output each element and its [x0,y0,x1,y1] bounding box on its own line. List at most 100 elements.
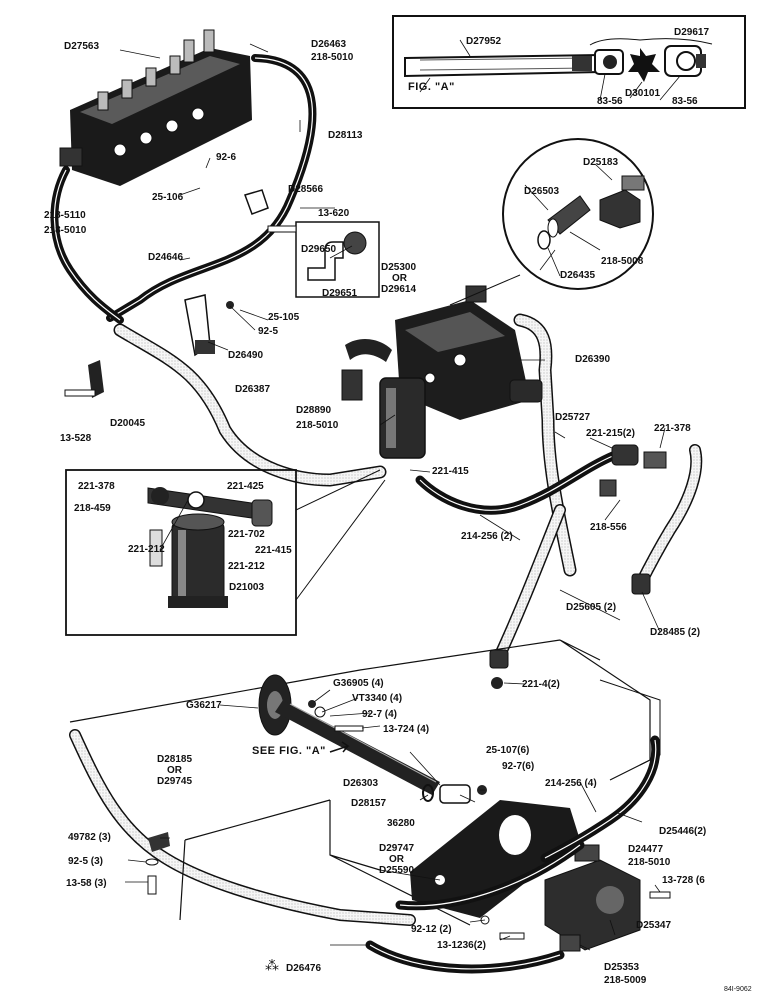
washer-vt3340 [314,706,326,718]
label-218-459: 218-459 [74,503,111,514]
label-218-5010-c: 218-5010 [296,420,339,431]
label-92-5-a: 92-5 [258,326,279,337]
coupling-half-right [664,45,706,77]
d29617-bracket [589,38,713,46]
label-13-1236: 13-1236(2) [437,940,486,951]
pump-d25347 [544,844,641,952]
nut-221-4 [491,677,503,689]
label-d29614: D29614 [381,284,417,295]
label-d25183: D25183 [583,157,619,168]
label-d24477: D24477 [628,844,664,855]
label-d26463: D26463 [311,39,347,50]
label-221-212-a: 221-212 [128,544,165,555]
label-83-56-a: 83-56 [597,96,623,107]
inset-leader-lines [295,469,386,601]
label-vt3340: VT3340 (4) [352,693,403,704]
label-d27952: D27952 [466,36,502,47]
label-d26490: D26490 [228,350,264,361]
label-see-fig-a: SEE FIG. "A" [252,745,326,757]
label-d29650: D29650 [301,244,337,255]
bolt-13-58 [147,875,157,895]
label-25-106: 25-106 [152,192,184,203]
label-or-2: OR [167,765,182,776]
spider-d30101 [628,48,660,82]
label-92-5-3: 92-5 (3) [68,856,104,867]
label-or-1: OR [392,273,407,284]
mount-plate-d29747 [410,800,580,918]
label-d25590: D25590 [379,865,415,876]
frame-box-right [599,679,661,766]
label-d30101: D30101 [625,88,661,99]
bolt-13-724 [334,725,364,732]
label-92-7-4: 92-7 (4) [362,709,398,720]
label-d28890: D28890 [296,405,332,416]
label-221-215: 221-215(2) [586,428,635,439]
callout-circle-leader [449,274,521,306]
label-d26435: D26435 [560,270,596,281]
label-92-12: 92-12 (2) [411,924,452,935]
control-valve-bank-d27563 [59,29,252,186]
label-d25347: D25347 [636,920,672,931]
bolt-13-528 [64,389,96,397]
label-fig-a: FIG. "A" [408,81,455,93]
label-d28185: D28185 [157,754,193,765]
fitting-d25605-end [489,649,509,669]
frame-outline [69,639,651,926]
tee-fitting-221-378 [599,444,667,497]
fig-a-inset-frame [392,15,746,109]
label-d25605: D25605 (2) [566,602,617,613]
clamp-d28566 [244,189,269,215]
label-d25300: D25300 [381,262,417,273]
bolt-13-1236 [499,932,525,940]
label-d28157: D28157 [351,798,387,809]
elbow-inset-frame [295,221,380,298]
label-218-5010-d: 218-5010 [628,857,671,868]
see-fig-a-arrow [329,741,350,753]
fitting-detail-circle [502,138,654,290]
label-d29617: D29617 [674,27,710,38]
pump-drive-flange-g36217 [258,674,440,795]
elbow-d25183 [599,175,645,229]
hose-d28113 [106,54,317,322]
label-or-3: OR [389,854,404,865]
label-218-5008: 218-5008 [601,256,644,267]
filter-d21003 [168,513,228,608]
shaft-d27952 [404,53,601,78]
label-221-415-a: 221-415 [432,466,469,477]
label-d26303: D26303 [343,778,379,789]
label-g36217: G36217 [186,700,222,711]
label-d25727: D25727 [555,412,591,423]
label-13-620: 13-620 [318,208,350,219]
hose-d24646 [50,166,124,324]
label-d26476: D26476 [286,963,322,974]
bracket-d26490 [184,294,234,357]
label-drawing-code: 84I-9062 [724,986,752,993]
fitting-d29650 [343,231,367,255]
coupling-36280 [439,784,471,804]
misc-mark: ⁂ [265,957,279,973]
label-d28566: D28566 [288,184,324,195]
leader-lines [119,39,681,951]
label-d21003: D21003 [229,582,265,593]
elbow-d29651 [307,241,344,281]
label-221-702: 221-702 [228,529,265,540]
label-49782: 49782 (3) [68,832,111,843]
label-221-378-b: 221-378 [78,481,115,492]
label-218-5110: 218-5110 [44,210,86,221]
label-d26390: D26390 [575,354,611,365]
label-d24646: D24646 [148,252,184,263]
hose-d25727 [415,450,620,515]
label-d25446: D25446(2) [659,826,707,837]
bolt-13-620 [267,225,297,233]
label-218-5009: 218-5009 [604,975,647,986]
label-d28113: D28113 [328,130,363,141]
clip-d20045 [88,360,104,398]
label-13-58: 13-58 (3) [66,878,107,889]
fitting-d26503 [537,195,591,250]
label-g36905: G36905 (4) [333,678,384,689]
filter-inset-frame [65,469,297,636]
filter-fitting-chain [147,487,273,567]
label-d25353: D25353 [604,962,640,973]
